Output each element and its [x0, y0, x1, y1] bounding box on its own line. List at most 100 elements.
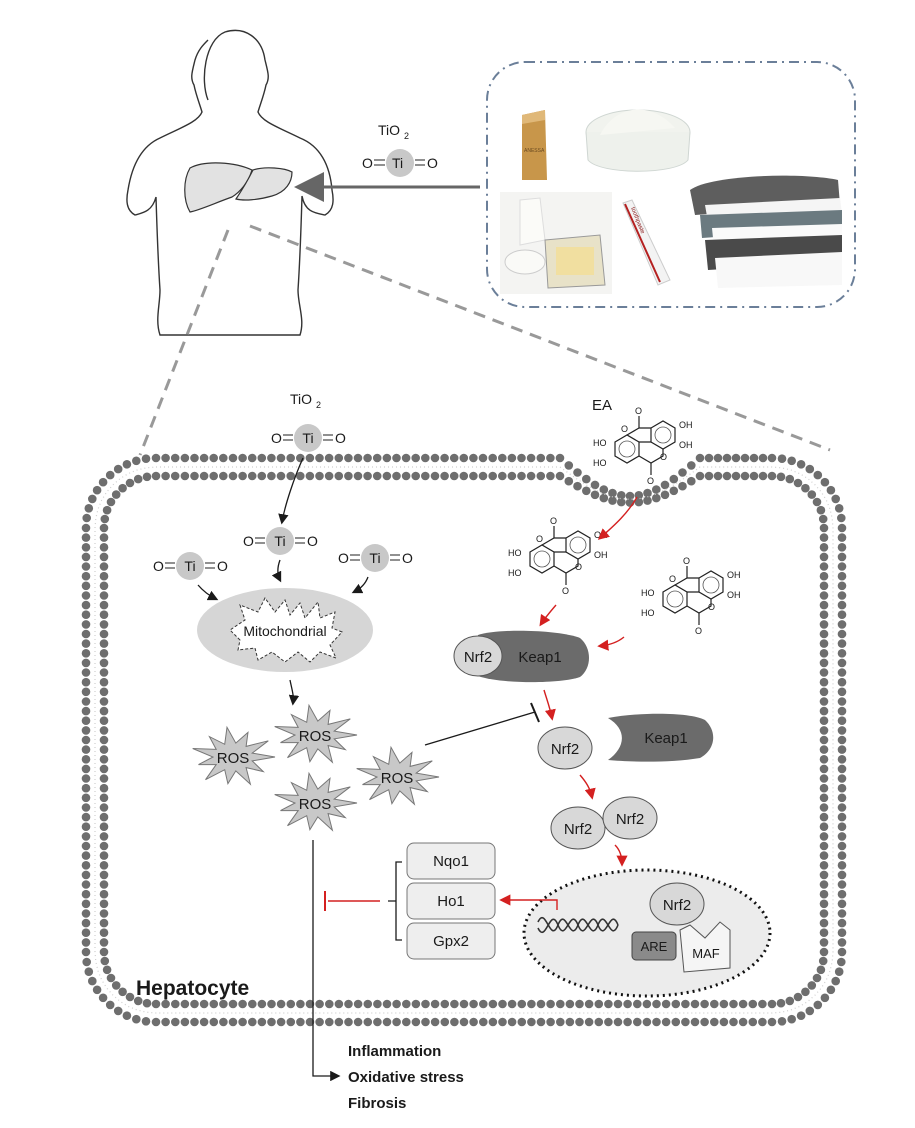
- phospholipid-head: [372, 453, 382, 463]
- phospholipid-head: [837, 889, 847, 899]
- phospholipid-head: [111, 490, 121, 499]
- phospholipid-head: [286, 453, 296, 463]
- oxygen-right: O: [402, 550, 413, 566]
- phospholipid-head: [478, 471, 488, 481]
- phospholipid-head: [459, 471, 469, 481]
- phospholipid-head: [613, 999, 623, 1009]
- phospholipid-head: [469, 1017, 478, 1027]
- phospholipid-head: [238, 999, 247, 1009]
- phospholipid-head: [92, 985, 102, 995]
- phospholipid-head: [837, 716, 847, 725]
- are-element: [631, 931, 677, 961]
- phospholipid-head: [801, 987, 810, 997]
- phospholipid-head: [498, 1017, 507, 1027]
- phospholipid-head: [132, 456, 141, 466]
- phospholipid-head: [608, 488, 617, 498]
- phospholipid-head: [837, 803, 847, 812]
- phospholipid-head: [793, 478, 803, 488]
- phospholipid-head: [590, 490, 600, 500]
- phospholipid-head: [633, 999, 642, 1009]
- phospholipid-head: [831, 494, 840, 504]
- ea-label: EA: [592, 397, 612, 414]
- ros-star-icon: [192, 725, 276, 786]
- phospholipid-head: [837, 870, 847, 880]
- phospholipid-head: [219, 471, 228, 481]
- phospholipid-head: [819, 600, 829, 610]
- phospholipid-head: [837, 533, 847, 542]
- phospholipid-head: [819, 677, 829, 687]
- oxygen-left: O: [362, 155, 373, 171]
- phospholipid-head: [276, 1017, 286, 1027]
- phospholipid-head: [161, 471, 170, 481]
- phospholipid-head: [99, 706, 109, 716]
- phospholipid-head: [81, 639, 91, 648]
- phospholipid-head: [99, 571, 109, 581]
- phospholipid-head: [556, 1017, 565, 1027]
- oxygen-left: O: [271, 430, 282, 446]
- phospholipid-head: [257, 453, 267, 463]
- cell-membrane: [81, 453, 847, 1027]
- phospholipid-head: [334, 471, 344, 481]
- phospholipid-head: [564, 476, 574, 486]
- phospholipid-head: [695, 471, 705, 481]
- phospholipid-head: [575, 1017, 584, 1027]
- phospholipid-head: [837, 793, 847, 803]
- phospholipid-head: [99, 533, 109, 542]
- oxygen-left: O: [338, 550, 349, 566]
- phospholipid-head: [440, 999, 450, 1009]
- phospholipid-head: [421, 999, 430, 1009]
- phospholipid-head: [479, 1017, 488, 1027]
- phospholipid-head: [257, 471, 267, 481]
- phospholipid-head: [305, 471, 315, 481]
- oh-group: OH: [594, 530, 608, 540]
- gene-box-ho1: Ho1: [406, 882, 496, 920]
- phospholipid-head: [199, 999, 209, 1009]
- phospholipid-head: [190, 1017, 199, 1027]
- phospholipid-head: [834, 967, 844, 976]
- phospholipid-head: [813, 470, 823, 480]
- phospholipid-head: [286, 1017, 296, 1027]
- phospholipid-head: [837, 745, 847, 754]
- phospholipid-head: [837, 783, 847, 793]
- phospholipid-head: [118, 987, 127, 997]
- phospholipid-head: [816, 965, 826, 975]
- phospholipid-head: [248, 999, 257, 1009]
- phospholipid-head: [652, 493, 661, 503]
- phospholipid-head: [392, 453, 401, 463]
- oxygen-left: O: [153, 558, 164, 574]
- phospholipid-head: [99, 658, 109, 668]
- phospholipid-head: [411, 999, 421, 1009]
- phospholipid-head: [99, 600, 109, 610]
- ea-entry-arrow: [597, 496, 638, 540]
- phospholipid-head: [819, 523, 829, 533]
- phospholipid-head: [555, 471, 565, 481]
- phospholipid-head: [238, 453, 247, 463]
- oxygen-right: O: [217, 558, 228, 574]
- phospholipid-head: [837, 880, 847, 889]
- phospholipid-head: [171, 999, 180, 1009]
- phospholipid-head: [219, 453, 228, 463]
- phospholipid-head: [296, 999, 305, 1009]
- phospholipid-head: [99, 716, 109, 725]
- phospholipid-head: [344, 471, 353, 481]
- phospholipid-head: [247, 453, 257, 463]
- inhibition-bar: [530, 702, 540, 723]
- phospholipid-head: [526, 471, 536, 481]
- ros-star-icon: [356, 745, 440, 806]
- phospholipid-head: [373, 1017, 382, 1027]
- phospholipid-head: [478, 453, 488, 463]
- ho-group: HO: [641, 588, 655, 598]
- phospholipid-head: [81, 822, 91, 831]
- phospholipid-head: [81, 774, 91, 783]
- phospholipid-head: [122, 460, 132, 469]
- zoom-line-left: [138, 229, 230, 456]
- phospholipid-head: [296, 1017, 305, 1027]
- phospholipid-head: [81, 783, 91, 793]
- phospholipid-head: [819, 716, 829, 725]
- oxygen-right: O: [427, 155, 438, 171]
- phospholipid-head: [430, 453, 440, 463]
- phospholipid-head: [199, 453, 209, 463]
